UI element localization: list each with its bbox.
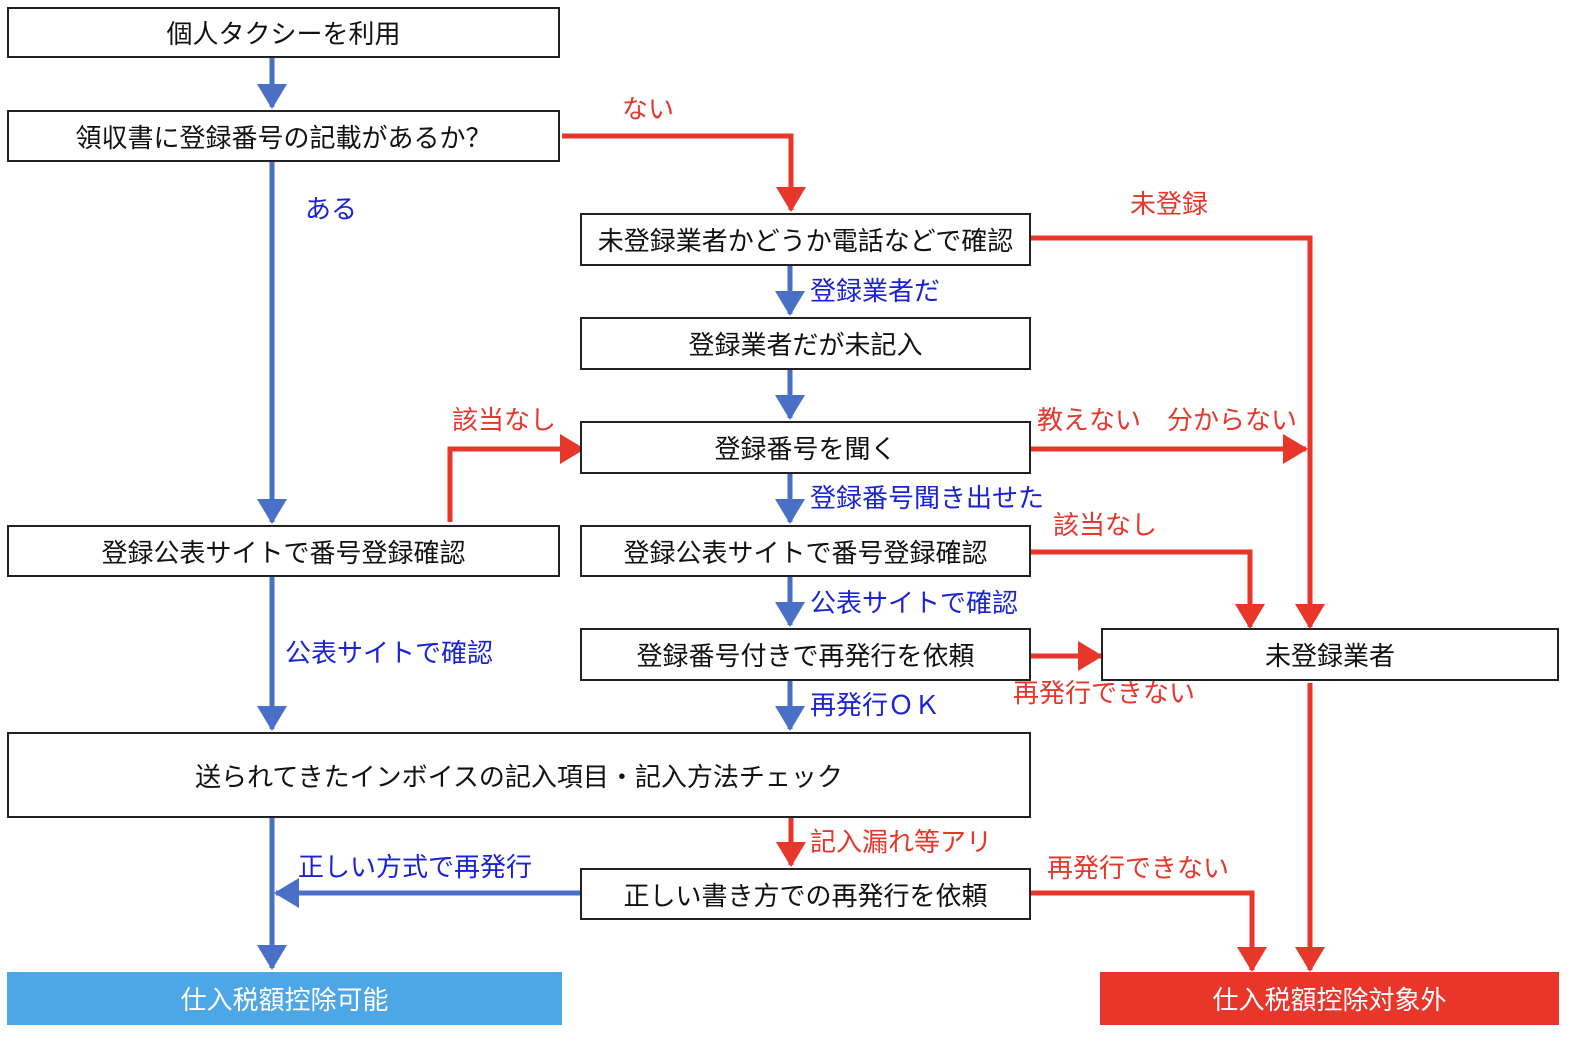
node-request-reissue-correct: 正しい書き方での再発行を依頼 bbox=[580, 868, 1031, 920]
label-number-obtained: 登録番号聞き出せた bbox=[810, 484, 1045, 514]
label-site-confirmed-left: 公表サイトで確認 bbox=[285, 639, 494, 669]
arrow-nai bbox=[562, 133, 806, 213]
node-unregistered: 未登録業者 bbox=[1101, 628, 1559, 681]
arrow-mitouroku bbox=[1031, 235, 1325, 630]
node-check-receipt: 領収書に登録番号の記載があるか？ bbox=[7, 110, 560, 162]
node-ask-number: 登録番号を聞く bbox=[580, 421, 1031, 474]
node-verify-site-left: 登録公表サイトで番号登録確認 bbox=[7, 525, 560, 577]
arrow-gaitou-nashi-right bbox=[1031, 549, 1265, 630]
node-check-invoice: 送られてきたインボイスの記入項目・記入方法チェック bbox=[7, 732, 1031, 818]
arrow-gaitou-nashi-left bbox=[447, 434, 586, 522]
label-gaitou-nashi-right: 該当なし bbox=[1053, 511, 1158, 541]
label-reissue-ok: 再発行ＯＫ bbox=[810, 691, 941, 721]
label-touroku-gyousha-da: 登録業者だ bbox=[810, 277, 941, 307]
label-reissue-ng-2: 再発行できない bbox=[1047, 854, 1230, 884]
node-deductible: 仕入税額控除可能 bbox=[7, 972, 562, 1025]
label-oshienai: 教えない 分からない bbox=[1037, 406, 1298, 436]
node-not-deductible: 仕入税額控除対象外 bbox=[1100, 972, 1559, 1025]
label-site-confirmed-mid: 公表サイトで確認 bbox=[810, 589, 1019, 619]
node-check-unregistered: 未登録業者かどうか電話などで確認 bbox=[580, 213, 1031, 266]
label-missing-entries: 記入漏れ等アリ bbox=[810, 828, 993, 858]
label-mitouroku: 未登録 bbox=[1130, 190, 1209, 220]
node-start: 個人タクシーを利用 bbox=[7, 7, 560, 58]
label-nai: ない bbox=[622, 95, 675, 125]
label-correct-reissue: 正しい方式で再発行 bbox=[298, 853, 533, 883]
label-gaitou-nashi-left: 該当なし bbox=[452, 406, 557, 436]
arrow-reissue-ng-2 bbox=[1031, 890, 1267, 973]
label-reissue-ng-1: 再発行できない bbox=[1013, 679, 1196, 709]
label-aru: ある bbox=[305, 195, 358, 225]
node-request-reissue-number: 登録番号付きで再発行を依頼 bbox=[580, 628, 1031, 681]
node-verify-site-mid: 登録公表サイトで番号登録確認 bbox=[580, 525, 1031, 577]
node-registered-not-written: 登録業者だが未記入 bbox=[580, 317, 1031, 370]
